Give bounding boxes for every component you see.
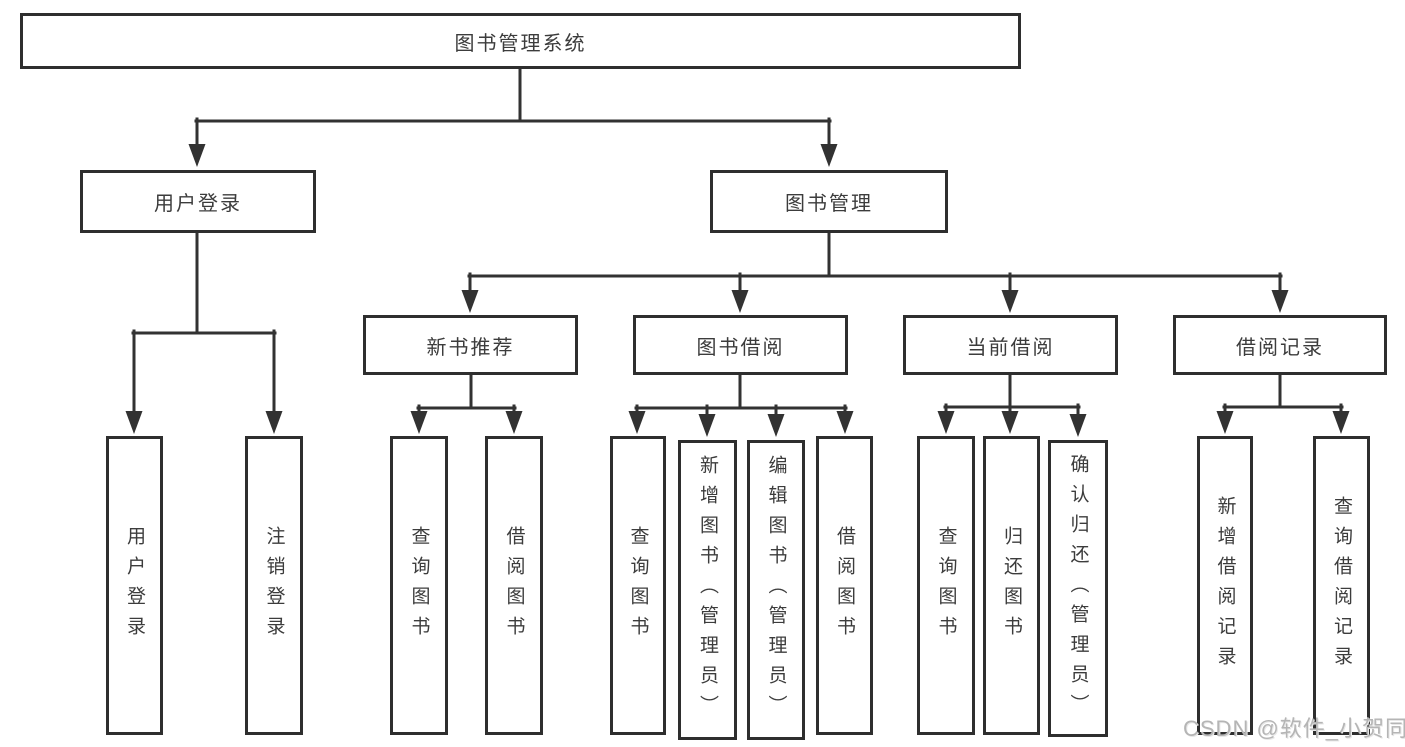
connector-current-borrow-to-leaves [937, 374, 1087, 437]
node-user-login: 用户登录 [80, 170, 316, 233]
node-leaf-borrow-books-label: 借阅图书 [834, 525, 855, 646]
node-current-borrow-label: 当前借阅 [966, 336, 1055, 359]
node-leaf-query-books-borrow-label: 查询图书 [627, 525, 649, 646]
node-leaf-borrow-books-recommend: 借阅图书 [485, 436, 543, 735]
node-leaf-query-books-recommend-label: 查询图书 [408, 525, 430, 646]
node-leaf-confirm-return-admin: 确认归还（管理员） [1048, 440, 1108, 737]
node-root-label: 图书管理系统 [454, 32, 587, 55]
connector-root-to-level2 [188, 65, 838, 167]
node-leaf-user-login-label: 用户登录 [124, 525, 145, 646]
connector-book-management-to-level3 [461, 230, 1289, 313]
node-book-management: 图书管理 [710, 170, 948, 233]
node-new-book-recommend: 新书推荐 [363, 315, 578, 375]
node-leaf-logout: 注销登录 [245, 436, 303, 735]
node-current-borrow: 当前借阅 [903, 315, 1118, 375]
node-leaf-add-borrow-record: 新增借阅记录 [1197, 436, 1253, 735]
node-leaf-edit-books-admin: 编辑图书（管理员） [747, 440, 805, 740]
connector-user-login-to-leaves [125, 230, 283, 434]
connector-borrow-records-to-leaves [1216, 372, 1350, 434]
node-leaf-query-books-recommend: 查询图书 [390, 436, 448, 735]
node-leaf-query-books-current: 查询图书 [917, 436, 975, 735]
csdn-watermark: CSDN @软件_小贺同学 [1183, 716, 1405, 741]
node-leaf-query-borrow-record: 查询借阅记录 [1313, 436, 1370, 735]
node-leaf-edit-books-admin-label: 编辑图书（管理员） [765, 455, 787, 725]
node-user-login-label: 用户登录 [154, 193, 242, 215]
node-leaf-borrow-books: 借阅图书 [816, 436, 873, 735]
node-leaf-user-login: 用户登录 [106, 436, 163, 735]
node-leaf-return-books: 归还图书 [983, 436, 1040, 735]
connector-book-borrow-to-leaves [628, 372, 854, 437]
node-leaf-borrow-books-recommend-label: 借阅图书 [503, 525, 525, 646]
node-leaf-add-borrow-record-label: 新增借阅记录 [1214, 495, 1236, 676]
connector-new-book-recommend-to-leaves [410, 372, 523, 434]
node-leaf-confirm-return-admin-label: 确认归还（管理员） [1067, 453, 1089, 724]
node-leaf-add-books-admin-label: 新增图书（管理员） [697, 455, 718, 725]
node-leaf-add-books-admin: 新增图书（管理员） [678, 440, 737, 740]
node-book-management-label: 图书管理 [785, 193, 873, 215]
node-leaf-query-books-borrow: 查询图书 [610, 436, 666, 735]
node-borrow-records-label: 借阅记录 [1236, 336, 1324, 359]
node-leaf-query-books-current-label: 查询图书 [935, 525, 957, 646]
node-leaf-return-books-label: 归还图书 [1001, 525, 1022, 646]
node-leaf-query-borrow-record-label: 查询借阅记录 [1331, 495, 1352, 676]
node-book-borrow: 图书借阅 [633, 315, 848, 375]
node-book-borrow-label: 图书借阅 [696, 336, 785, 359]
node-root: 图书管理系统 [20, 13, 1021, 69]
node-borrow-records: 借阅记录 [1173, 315, 1387, 375]
node-new-book-recommend-label: 新书推荐 [426, 336, 515, 359]
node-leaf-logout-label: 注销登录 [263, 525, 285, 646]
